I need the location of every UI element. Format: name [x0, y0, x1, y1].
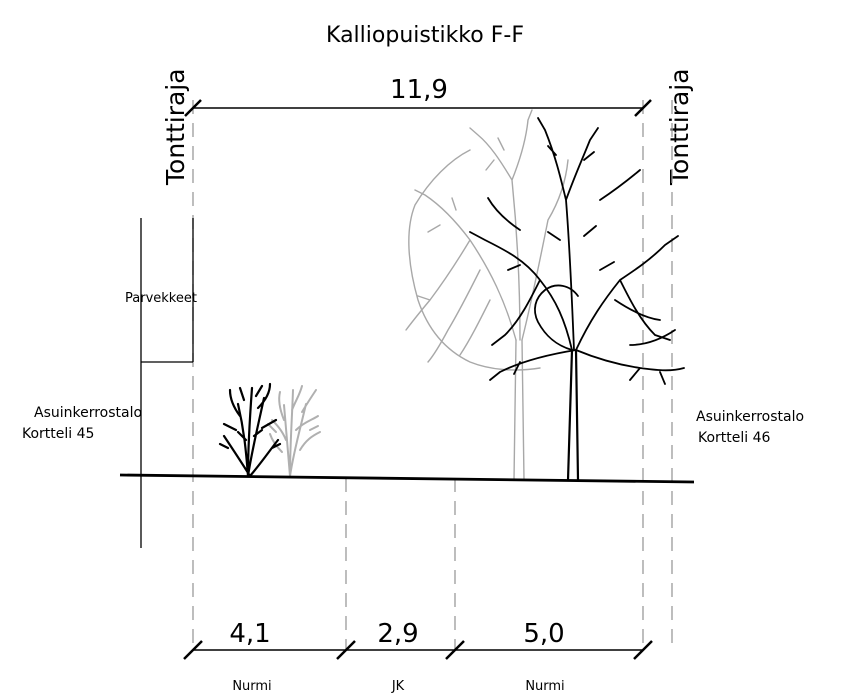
segment-width-1: 4,1 — [229, 619, 270, 649]
shrub-dark — [218, 382, 282, 478]
building-left-line2: Kortteli 45 — [22, 426, 94, 442]
boundary-label-left: Tonttiraja — [161, 68, 190, 186]
building-right-line1: Asuinkerrostalo — [696, 409, 804, 425]
dimension-tick — [634, 99, 652, 117]
building-left-outline — [140, 218, 194, 548]
segment-surface-2: JK — [391, 679, 405, 694]
dimension-tick — [445, 640, 465, 660]
dimension-tick — [183, 640, 203, 660]
shrub-light — [267, 385, 321, 477]
balcony-label: Parvekkeet — [125, 291, 197, 306]
boundary-label-right: Tonttiraja — [665, 68, 694, 186]
dimension-tick — [336, 640, 356, 660]
building-left-line1: Asuinkerrostalo — [34, 405, 142, 421]
tree-dark — [469, 117, 685, 482]
segment-width-3: 5,0 — [523, 619, 564, 649]
guide-lines — [192, 100, 673, 650]
tree-light — [405, 109, 569, 481]
segment-width-2: 2,9 — [377, 619, 418, 649]
segment-surface-3: Nurmi — [525, 679, 564, 694]
building-right-line2: Kortteli 46 — [698, 430, 771, 446]
segment-surface-1: Nurmi — [232, 679, 271, 694]
dimension-tick — [633, 640, 653, 660]
dimension-segments — [183, 640, 653, 660]
ground-line — [119, 473, 695, 484]
dimension-total-value: 11,9 — [390, 75, 448, 105]
drawing-title: Kalliopuistikko F-F — [326, 23, 524, 48]
dimension-tick — [184, 99, 202, 117]
dimension-total — [184, 99, 652, 117]
